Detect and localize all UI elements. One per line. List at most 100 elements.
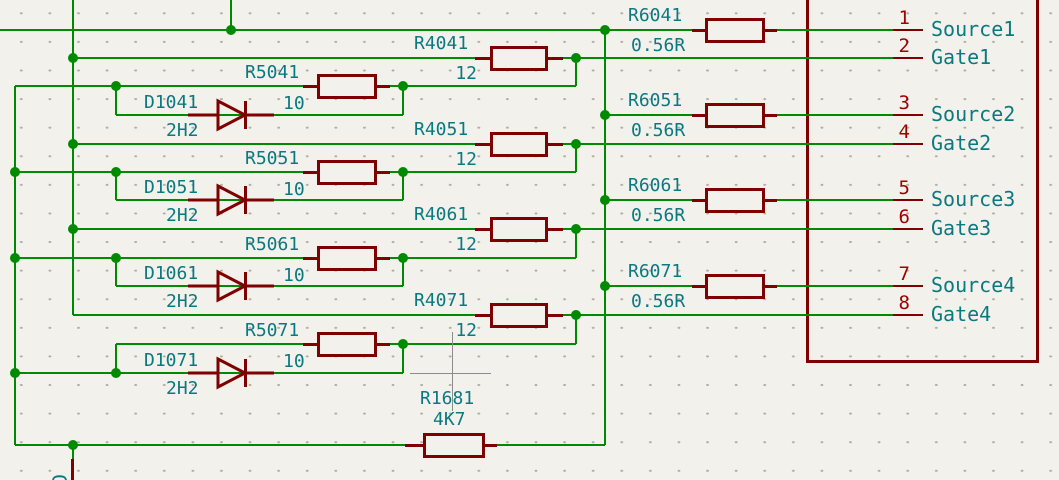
- shunt-resistor-R6051-lead: [765, 114, 777, 117]
- resistor-value-label[interactable]: 10: [283, 179, 305, 200]
- resistor-value-label[interactable]: 0.56R: [631, 205, 686, 226]
- diode-value-label[interactable]: 2H2: [166, 205, 199, 226]
- series-resistor-R5071-lead: [303, 343, 317, 346]
- series-resistor-R5061-body[interactable]: [317, 246, 377, 271]
- resistor-value-label[interactable]: 12: [455, 63, 477, 84]
- cursor-crosshair-h: [410, 373, 491, 374]
- connector-outline[interactable]: [806, 0, 1039, 363]
- resistor-value-label[interactable]: 0.56R: [631, 120, 686, 141]
- series-resistor-R5071-body[interactable]: [317, 332, 377, 357]
- resistor-ref-label[interactable]: R6061: [628, 175, 683, 196]
- gate-resistor-R4041-lead: [475, 57, 490, 60]
- resistor-value-label[interactable]: 0.56R: [631, 291, 686, 312]
- diode-ref-label[interactable]: D1071: [144, 350, 199, 371]
- wire-segment[interactable]: [575, 144, 577, 172]
- pin-2-number: 2: [898, 35, 910, 57]
- series-resistor-R5041-body[interactable]: [317, 74, 377, 99]
- resistor-value-label[interactable]: 10: [283, 265, 305, 286]
- series-net-wire[interactable]: [15, 171, 576, 173]
- gate-drive-bus-wire[interactable]: [72, 0, 74, 315]
- resistor-ref-label[interactable]: R4071: [414, 290, 469, 311]
- series-net-wire[interactable]: [15, 257, 576, 259]
- resistor-ref-label[interactable]: R5071: [245, 320, 300, 341]
- diode-D1071-symbol[interactable]: [188, 356, 274, 394]
- resistor-ref-label[interactable]: R5041: [245, 62, 300, 83]
- pin-8-line: [893, 314, 923, 316]
- diode-ref-label[interactable]: D1061: [144, 263, 199, 284]
- resistor-ref-label[interactable]: R6041: [628, 5, 683, 26]
- diode-D1041-symbol[interactable]: [188, 98, 274, 136]
- drain-stub-wire[interactable]: [72, 445, 74, 459]
- junction-dot: [68, 53, 78, 63]
- junction-dot: [10, 253, 20, 263]
- shunt-resistor-R6051-body[interactable]: [705, 103, 765, 128]
- bottom-net-wire[interactable]: [15, 444, 605, 446]
- diode-D1061-symbol[interactable]: [188, 269, 274, 307]
- wire-segment[interactable]: [115, 344, 117, 373]
- gate-resistor-R4071-body[interactable]: [490, 303, 548, 328]
- resistor-ref-label[interactable]: R1681: [420, 388, 475, 409]
- resistor-ref-label[interactable]: R6071: [628, 261, 683, 282]
- junction-dot: [10, 368, 20, 378]
- source-bus-wire[interactable]: [604, 30, 606, 445]
- junction-dot: [111, 368, 121, 378]
- pin-2-line: [893, 57, 923, 59]
- resistor-value-label[interactable]: 10: [283, 93, 305, 114]
- pin-5-name: Source3: [931, 187, 1016, 211]
- resistor-value-label[interactable]: 4K7: [433, 409, 466, 430]
- gate-resistor-R4051-lead: [548, 143, 563, 146]
- wire-segment[interactable]: [115, 86, 117, 115]
- bleed-resistor-R1681-body[interactable]: [423, 433, 485, 458]
- series-net-wire[interactable]: [15, 85, 576, 87]
- shunt-resistor-R6061-body[interactable]: [705, 188, 765, 213]
- resistor-ref-label[interactable]: R4041: [414, 33, 469, 54]
- wire-segment[interactable]: [402, 258, 404, 286]
- resistor-ref-label[interactable]: R4061: [414, 204, 469, 225]
- resistor-value-label[interactable]: 12: [455, 320, 477, 341]
- resistor-value-label[interactable]: 12: [455, 149, 477, 170]
- diode-value-label[interactable]: 2H2: [166, 378, 199, 399]
- shunt-resistor-R6041-lead: [765, 29, 777, 32]
- junction-dot: [111, 81, 121, 91]
- series-resistor-R5051-body[interactable]: [317, 160, 377, 185]
- pin-6-number: 6: [898, 206, 910, 228]
- diode-D1051-symbol[interactable]: [188, 183, 274, 221]
- shunt-resistor-R6041-body[interactable]: [705, 18, 765, 43]
- left-bus-wire[interactable]: [14, 86, 16, 445]
- wire-segment[interactable]: [402, 86, 404, 115]
- resistor-value-label[interactable]: 12: [455, 234, 477, 255]
- pin-6-name: Gate3: [931, 216, 992, 240]
- wire-segment[interactable]: [575, 58, 577, 86]
- diode-ref-label[interactable]: D1051: [144, 177, 199, 198]
- top-feed-wire[interactable]: [230, 0, 232, 30]
- shunt-resistor-R6071-lead: [692, 285, 705, 288]
- resistor-ref-label[interactable]: R5061: [245, 234, 300, 255]
- wire-segment[interactable]: [115, 172, 117, 200]
- gate-resistor-R4051-body[interactable]: [490, 132, 548, 157]
- gate-resistor-R4061-body[interactable]: [490, 217, 548, 242]
- gate-resistor-R4041-body[interactable]: [490, 46, 548, 71]
- pin-1-name: Source1: [931, 17, 1016, 41]
- wire-segment[interactable]: [402, 172, 404, 200]
- wire-segment[interactable]: [575, 315, 577, 344]
- gate-resistor-R4061-lead: [475, 228, 490, 231]
- pin-7-number: 7: [898, 263, 910, 285]
- diode-value-label[interactable]: 2H2: [166, 291, 199, 312]
- diode-value-label[interactable]: 2H2: [166, 120, 199, 141]
- junction-dot: [600, 281, 610, 291]
- resistor-value-label[interactable]: 10: [283, 351, 305, 372]
- source1-net-wire[interactable]: [0, 29, 893, 31]
- bleed-resistor-R1681-lead: [485, 444, 497, 447]
- wire-segment[interactable]: [115, 258, 117, 286]
- resistor-value-label[interactable]: 0.56R: [631, 35, 686, 56]
- shunt-resistor-R6071-body[interactable]: [705, 274, 765, 299]
- pin-2-name: Gate1: [931, 45, 992, 69]
- gate-resistor-R4071-lead: [475, 314, 490, 317]
- resistor-ref-label[interactable]: R6051: [628, 90, 683, 111]
- wire-segment[interactable]: [575, 229, 577, 258]
- resistor-ref-label[interactable]: R5051: [245, 148, 300, 169]
- wire-segment[interactable]: [402, 344, 404, 373]
- resistor-ref-label[interactable]: R4051: [414, 119, 469, 140]
- diode-ref-label[interactable]: D1041: [144, 92, 199, 113]
